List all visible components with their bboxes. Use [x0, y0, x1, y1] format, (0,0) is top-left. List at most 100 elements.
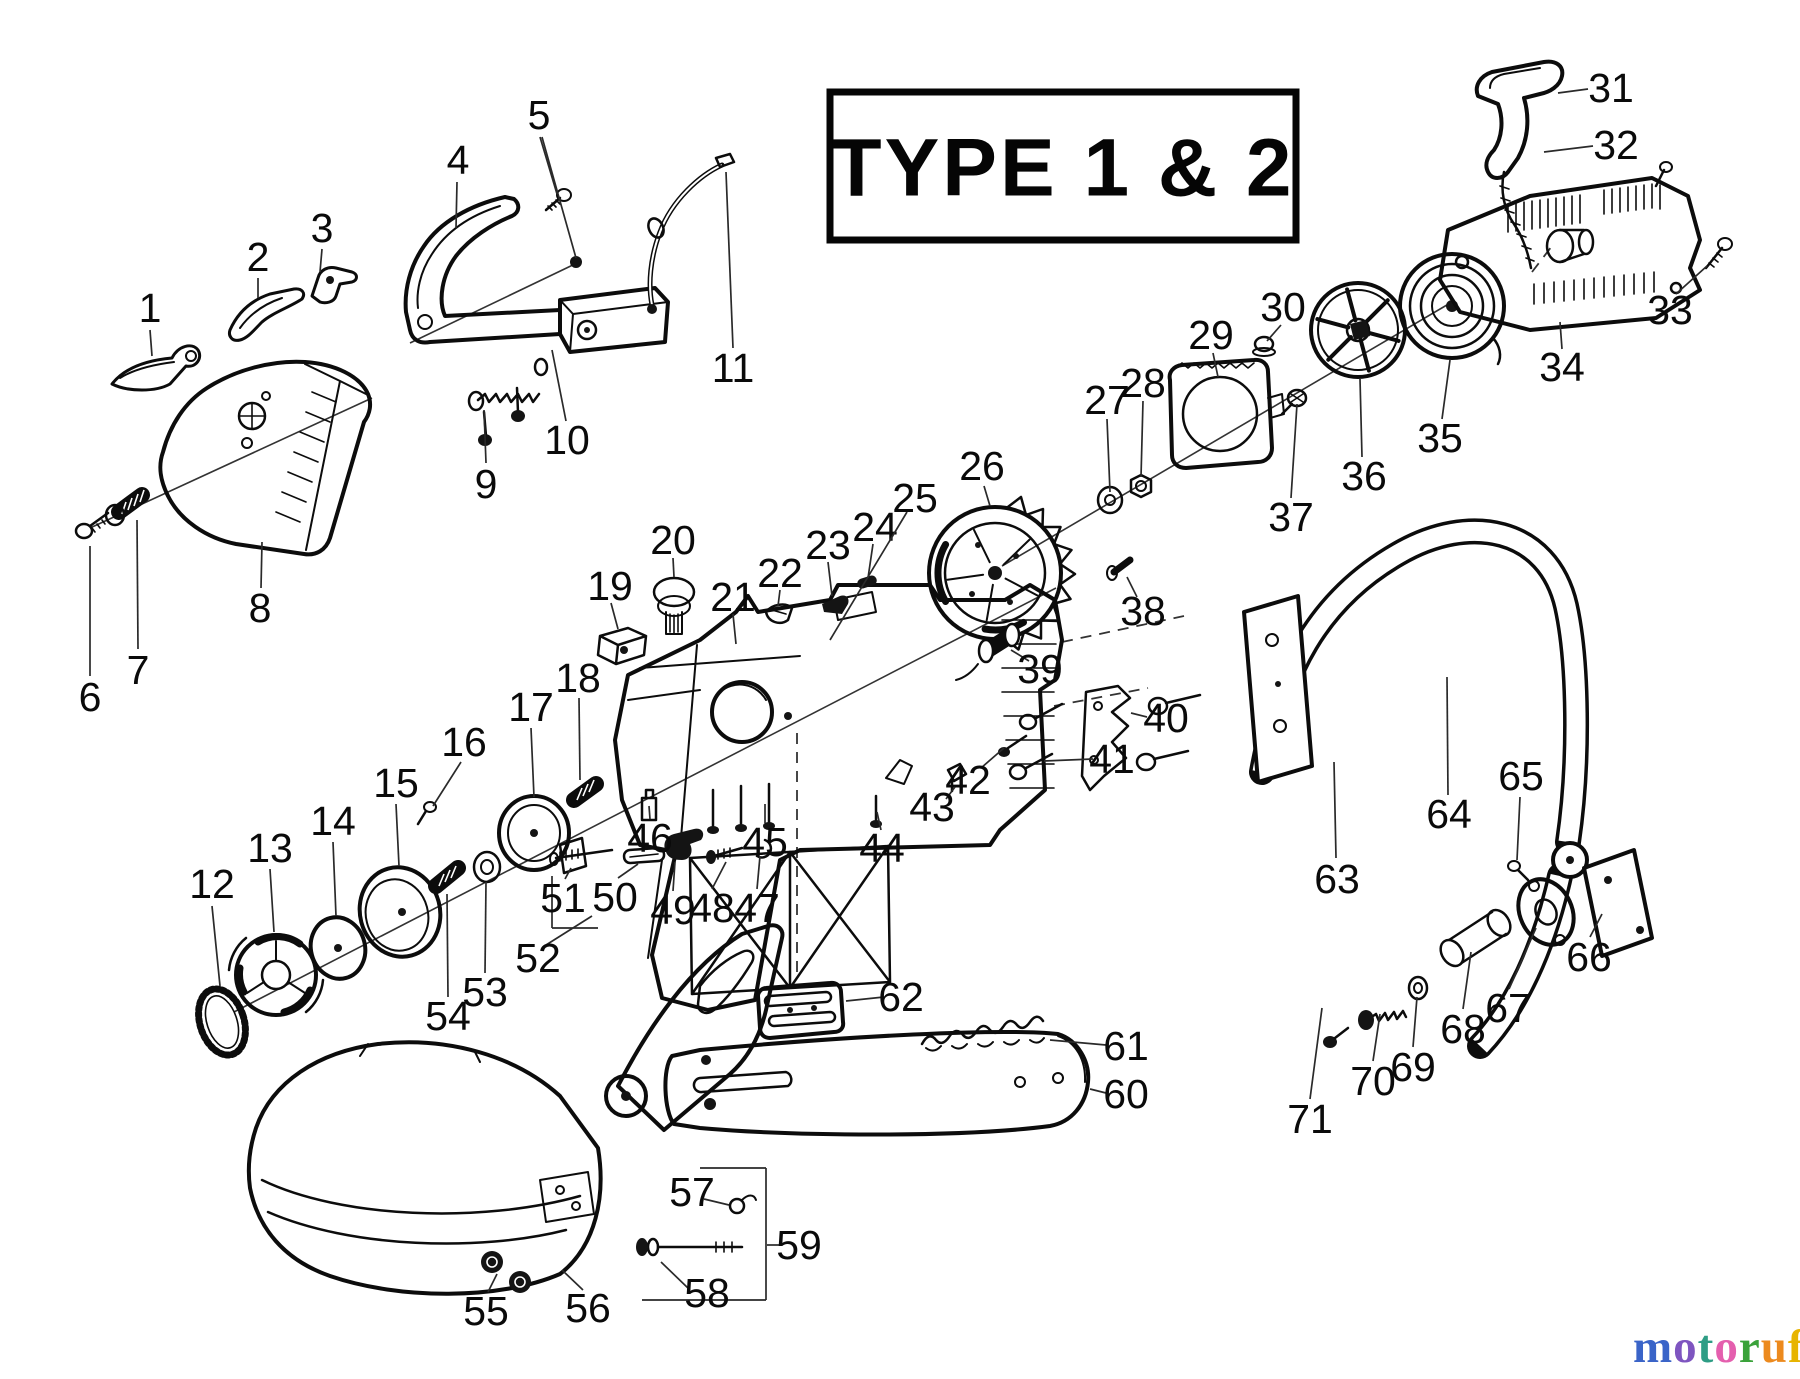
- part-drawing-2-lever: [228, 287, 306, 342]
- leader-line-64: [1446, 676, 1449, 796]
- part-label-31: 31: [1588, 65, 1634, 111]
- leader-line-29: [1212, 352, 1219, 378]
- part-drawing-28-nut: [1129, 473, 1153, 499]
- part-label-35: 35: [1417, 415, 1463, 461]
- leader-line-68: [1462, 951, 1472, 1010]
- part-label-20: 20: [650, 517, 696, 563]
- leader-line-61: [1049, 1039, 1107, 1046]
- leader-line-54: [446, 893, 449, 998]
- leader-line-44: [876, 811, 882, 831]
- part-label-52: 52: [515, 935, 561, 981]
- part-drawing-21-crankcase: [613, 583, 1064, 1012]
- part-drawing-67-flange: [1516, 877, 1576, 947]
- part-drawing-49-elbow: [664, 828, 704, 860]
- part-label-5: 5: [528, 92, 551, 138]
- leader-line-23: [827, 561, 833, 597]
- part-drawing-34-starter-housing: [1438, 161, 1702, 332]
- grouping-brackets: [551, 876, 767, 1301]
- part-label-56: 56: [565, 1285, 611, 1331]
- part-label-63: 63: [1314, 856, 1360, 902]
- part-label-4: 4: [447, 137, 470, 183]
- part-label-64: 64: [1426, 791, 1472, 837]
- leader-line-16: [432, 761, 462, 807]
- leader-line-5: [541, 136, 577, 259]
- part-drawing-12-ring: [195, 985, 249, 1059]
- part-label-29: 29: [1188, 312, 1234, 358]
- part-drawing-4-front-handguard: [403, 195, 562, 345]
- part-drawing-brake-arm: [604, 923, 785, 1132]
- part-drawing-30-nut: [1252, 335, 1276, 357]
- part-label-23: 23: [805, 522, 851, 568]
- leader-line-55: [487, 1273, 498, 1293]
- part-drawing-3-bracket: [310, 266, 358, 305]
- part-drawing-13-clutch: [227, 933, 325, 1017]
- part-label-45: 45: [742, 819, 788, 865]
- leader-line-57: [703, 1198, 730, 1206]
- part-drawing-37-screw: [1280, 388, 1308, 416]
- leader-line-7: [136, 519, 139, 650]
- leader-line-27: [1106, 418, 1111, 493]
- part-label-2: 2: [247, 234, 270, 280]
- part-label-27: 27: [1084, 377, 1130, 423]
- leader-line-56: [561, 1269, 584, 1291]
- part-drawing-64-handlebar: [1242, 518, 1590, 1059]
- part-label-34: 34: [1539, 344, 1585, 390]
- leader-line-33: [1675, 265, 1708, 295]
- leader-line-5: [539, 136, 558, 195]
- part-label-58: 58: [684, 1270, 730, 1316]
- part-label-39: 39: [1017, 646, 1063, 692]
- axis-line: [409, 262, 578, 344]
- part-drawing-24-pin: [857, 575, 877, 589]
- leader-line-43: [945, 786, 956, 800]
- part-drawing-42-screw: [998, 734, 1028, 757]
- part-drawing-39-bushing: [955, 622, 1021, 681]
- leader-line-11: [725, 171, 734, 349]
- part-label-25: 25: [892, 475, 938, 521]
- part-label-62: 62: [878, 974, 924, 1020]
- part-drawing-58-nut: [636, 1238, 648, 1256]
- part-drawing-11-throttle-cable: [647, 152, 736, 314]
- dashed-guide-line: [1531, 245, 1553, 273]
- part-drawing-20-fuel-cap: [652, 576, 696, 635]
- part-label-26: 26: [959, 443, 1005, 489]
- part-label-61: 61: [1103, 1023, 1149, 1069]
- part-label-50: 50: [592, 874, 638, 920]
- title-box: TYPE 1 & 2: [826, 88, 1300, 244]
- part-drawing-71-screw: [1323, 1026, 1350, 1048]
- part-drawing-69-washer: [1407, 975, 1429, 1001]
- leader-line-66: [1589, 913, 1603, 938]
- part-label-1: 1: [139, 285, 162, 331]
- part-drawing-18-bearing: [566, 776, 604, 808]
- leader-line-22: [777, 589, 781, 607]
- part-drawing-1-chain-catcher: [110, 344, 202, 392]
- part-label-57: 57: [669, 1169, 715, 1215]
- part-label-70: 70: [1350, 1058, 1396, 1104]
- part-drawing-29-fan-plate: [1167, 357, 1285, 470]
- part-label-47: 47: [734, 885, 780, 931]
- part-drawing-33-screw: [1704, 237, 1733, 270]
- part-drawing-38-cylinder: [1106, 556, 1134, 581]
- leader-line-26: [983, 485, 991, 507]
- leader-line-49: [672, 861, 676, 892]
- part-label-37: 37: [1268, 494, 1314, 540]
- leader-line-36: [1359, 378, 1363, 458]
- leader-line-1: [149, 329, 153, 357]
- part-drawing-61-chain: [920, 1015, 1045, 1052]
- dashed-guide-line: [1053, 687, 1149, 707]
- leader-line-13: [269, 868, 275, 933]
- leader-line-37: [1290, 403, 1298, 499]
- part-drawing-41-screws: [1008, 702, 1064, 781]
- leader-line-60: [1089, 1088, 1107, 1094]
- part-label-16: 16: [441, 719, 487, 765]
- part-label-66: 66: [1566, 934, 1612, 980]
- part-drawing-46-clip: [640, 788, 658, 822]
- part-drawing-63-screws: [1135, 693, 1202, 772]
- leader-line-12: [211, 905, 221, 987]
- leader-line-51: [564, 867, 572, 880]
- part-label-68: 68: [1440, 1006, 1486, 1052]
- part-label-24: 24: [852, 504, 898, 550]
- part-label-67: 67: [1485, 985, 1531, 1031]
